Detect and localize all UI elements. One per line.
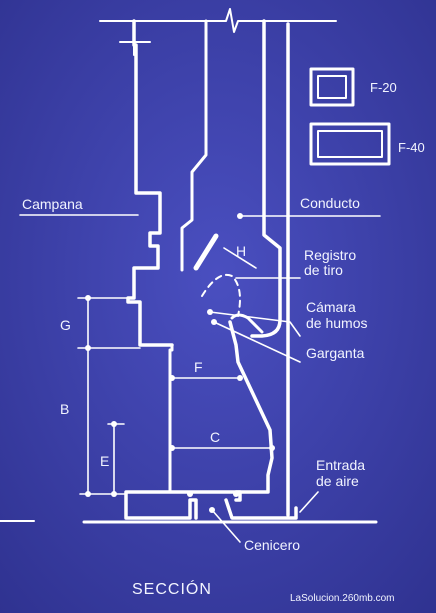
- legend-label-f40: F-40: [398, 140, 425, 155]
- leader-dot: [211, 319, 217, 325]
- leader-cenicero: [211, 509, 241, 543]
- campana-upper-wall: [119, 20, 151, 56]
- dim-marker: [169, 375, 175, 381]
- dim-marker: [85, 491, 91, 497]
- legend-label-f20: F-20: [370, 80, 397, 95]
- dim-marker: [85, 345, 91, 351]
- flue-inner-wall: [180, 19, 208, 272]
- dim-marker: [237, 375, 243, 381]
- dim-label-h: H: [236, 243, 246, 259]
- dim-marker: [187, 491, 193, 497]
- dim-marker: [269, 445, 275, 451]
- label-garganta: Garganta: [306, 345, 365, 361]
- legend-box-f40-inner: [317, 130, 383, 158]
- dim-label-c: C: [210, 429, 220, 445]
- dim-label-b: B: [60, 401, 69, 417]
- leader-garganta: [213, 321, 301, 363]
- label-conducto: Conducto: [300, 195, 360, 211]
- dim-marker: [233, 491, 239, 497]
- label-camara-line2: de humos: [306, 315, 367, 331]
- leader-dot: [237, 213, 243, 219]
- leader-camara: [209, 311, 301, 337]
- label-entrada-line1: Entrada: [316, 457, 365, 473]
- dim-marker: [169, 445, 175, 451]
- damper-arc: [201, 274, 241, 317]
- leader-dot: [207, 309, 213, 315]
- ash-pit: [224, 498, 298, 520]
- legend-box-f40-outer: [309, 122, 391, 166]
- label-entrada-line2: de aire: [316, 473, 359, 489]
- fireplace-lintel: [168, 343, 174, 494]
- legend-box-f20-outer: [309, 67, 355, 107]
- leader-dot: [209, 507, 215, 513]
- dim-marker: [111, 421, 117, 427]
- damper-plate: [193, 233, 219, 271]
- fireplace-back: [228, 320, 274, 494]
- dim-h-line: [223, 247, 257, 269]
- label-cenicero: Cenicero: [244, 537, 300, 553]
- watermark: LaSolucion.260mb.com: [290, 593, 395, 604]
- dimension-markers: [85, 213, 275, 513]
- label-camara-line1: Cámara: [306, 299, 356, 315]
- duct-left-line: [250, 19, 282, 338]
- legend-box-f20-inner: [317, 75, 347, 99]
- label-campana: Campana: [22, 196, 83, 212]
- leader-entrada: [299, 491, 319, 513]
- dim-marker: [85, 295, 91, 301]
- label-registro-line1: Registro: [304, 247, 356, 263]
- section-title: SECCIÓN: [132, 579, 212, 598]
- dim-marker: [111, 491, 117, 497]
- dim-label-g: G: [60, 317, 71, 333]
- dim-label-f: F: [194, 359, 203, 375]
- dim-label-e: E: [100, 453, 109, 469]
- label-registro-line2: de tiro: [304, 262, 343, 278]
- hearth-base: [124, 490, 242, 520]
